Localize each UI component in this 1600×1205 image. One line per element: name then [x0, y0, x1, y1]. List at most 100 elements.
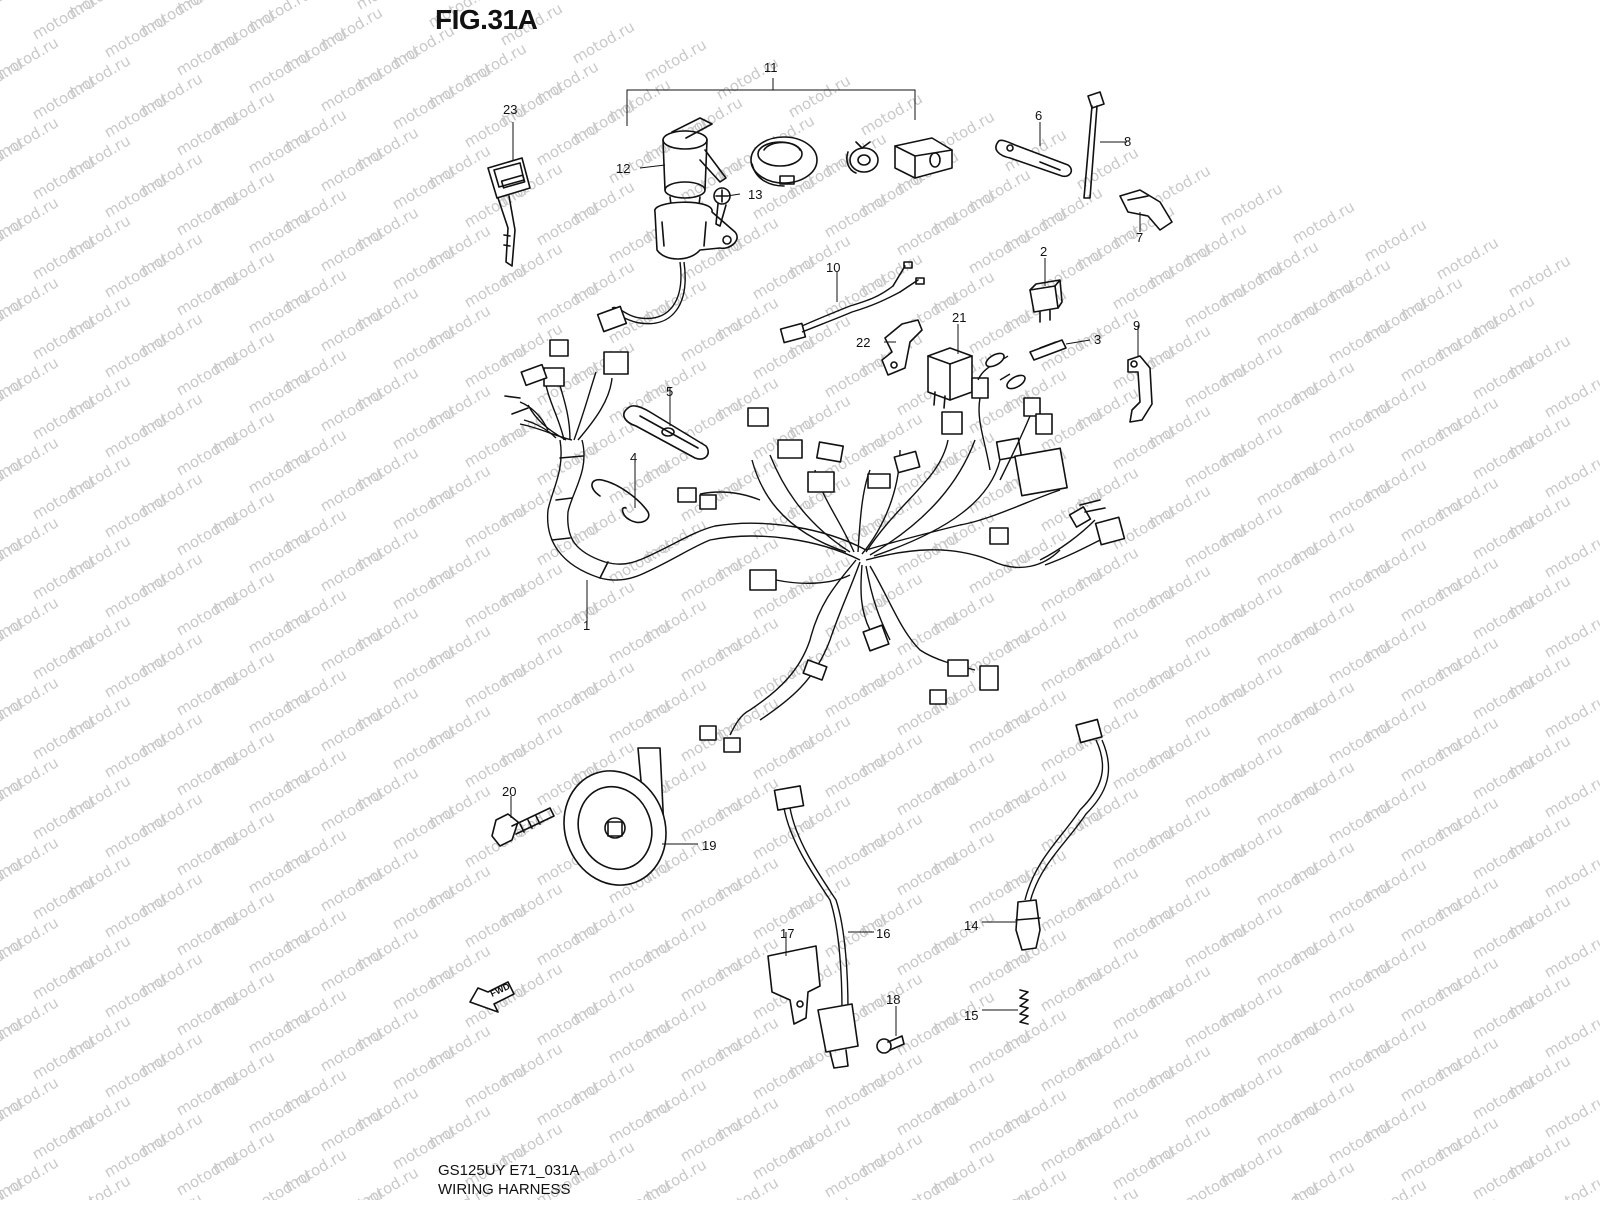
watermark-text: motod.ru [1253, 379, 1322, 429]
watermark-text: motod.ru [1361, 215, 1430, 265]
watermark-text: motod.ru [1253, 779, 1322, 829]
watermark-text: motod.ru [1109, 903, 1178, 953]
watermark-text: motod.ru [1253, 859, 1322, 909]
watermark-text: motod.ru [101, 1051, 170, 1101]
watermark-text: motod.ru [1325, 957, 1394, 1007]
watermark-text: motod.ru [749, 1053, 818, 1103]
watermark-text: motod.ru [1325, 797, 1394, 847]
callout-19: 19 [702, 838, 716, 853]
watermark-text: motod.ru [533, 439, 602, 489]
leader-lines [510, 122, 1141, 1036]
band-part-4 [591, 478, 650, 524]
watermark-text: motod.ru [1217, 179, 1286, 229]
watermark-text: motod.ru [641, 35, 710, 85]
watermark-text: motod.ru [713, 1173, 782, 1200]
watermark-text: motod.ru [1253, 1019, 1322, 1069]
watermark-text: motod.ru [29, 633, 98, 683]
group-bracket-11 [626, 78, 916, 126]
watermark-text: motod.ru [1109, 663, 1178, 713]
watermark-text: motod.ru [389, 323, 458, 373]
watermark-text: motod.ru [245, 1087, 314, 1137]
watermark-text: motod.ru [1037, 965, 1106, 1015]
watermark-text: motod.ru [173, 829, 242, 879]
watermark-text: motod.ru [749, 1133, 818, 1183]
watermark-text: motod.ru [893, 529, 962, 579]
watermark-text: motod.ru [101, 811, 170, 861]
watermark-text: motod.ru [173, 349, 242, 399]
watermark-text: motod.ru [605, 937, 674, 987]
watermark-text: motod.ru [317, 65, 386, 115]
watermark-text: motod.ru [101, 411, 170, 461]
watermark-text: motod.ru [461, 341, 530, 391]
horn-part-19 [563, 747, 667, 886]
watermark-text: motod.ru [965, 1187, 1034, 1200]
watermark-text: motod.ru [893, 929, 962, 979]
watermark-text: motod.ru [821, 751, 890, 801]
watermark-text: motod.ru [1397, 1135, 1466, 1185]
callout-17: 17 [780, 926, 794, 941]
watermark-text: motod.ru [173, 429, 242, 479]
watermark-text: motod.ru [389, 83, 458, 133]
watermark-text: motod.ru [1433, 233, 1502, 283]
watermark-text: motod.ru [461, 901, 530, 951]
fuse-part-2 [1029, 279, 1063, 323]
watermark-text: motod.ru [1253, 459, 1322, 509]
watermark-text: motod.ru [1325, 477, 1394, 527]
callout-20: 20 [502, 784, 516, 799]
watermark-text: motod.ru [605, 1177, 674, 1200]
watermark-text: motod.ru [173, 189, 242, 239]
watermark-text: motod.ru [1541, 451, 1600, 501]
watermark-text: motod.ru [173, 989, 242, 1039]
watermark-text: motod.ru [245, 447, 314, 497]
watermark-text: motod.ru [173, 589, 242, 639]
watermark-text: motod.ru [677, 315, 746, 365]
watermark-text: motod.ru [173, 269, 242, 319]
watermark-text: motod.ru [101, 491, 170, 541]
watermark-text: motod.ru [389, 803, 458, 853]
watermark-text: motod.ru [317, 305, 386, 355]
watermark-text: motod.ru [965, 707, 1034, 757]
watermark-text: motod.ru [461, 741, 530, 791]
watermark-text: motod.ru [821, 1071, 890, 1121]
watermark-text: motod.ru [605, 697, 674, 747]
watermark-text: motod.ru [893, 1089, 962, 1139]
watermark-text: motod.ru [29, 713, 98, 763]
protector-part-5 [623, 405, 710, 460]
callout-6: 6 [1035, 108, 1042, 123]
watermark-text: motod.ru [1181, 281, 1250, 331]
fuel-cap-lock [750, 136, 818, 187]
watermark-text: motod.ru [677, 1035, 746, 1085]
watermark-text: motod.ru [101, 251, 170, 301]
watermark-text: motod.ru [605, 457, 674, 507]
watermark-text: motod.ru [1253, 1099, 1322, 1149]
watermark-text: motod.ru [1181, 841, 1250, 891]
watermark-text: motod.ru [101, 331, 170, 381]
watermark-text: motod.ru [965, 1107, 1034, 1157]
watermark-text: motod.ru [677, 635, 746, 685]
watermark-text: motod.ru [317, 865, 386, 915]
watermark-text: motod.ru [1433, 1193, 1502, 1200]
watermark-text: motod.ru [533, 679, 602, 729]
watermark-text: motod.ru [245, 847, 314, 897]
watermark-text: motod.ru [0, 0, 62, 3]
watermark-text: motod.ru [1181, 1001, 1250, 1051]
watermark-text: motod.ru [245, 1007, 314, 1057]
watermark-text: motod.ru [1469, 833, 1538, 883]
watermark-text: motod.ru [389, 1043, 458, 1093]
bolt-part-20 [491, 807, 555, 847]
watermark-text: motod.ru [1325, 877, 1394, 927]
watermark-text: motod.ru [677, 1115, 746, 1165]
watermark-text: motod.ru [101, 891, 170, 941]
watermark-text: motod.ru [1037, 1125, 1106, 1175]
watermark-text: motod.ru [1397, 495, 1466, 545]
watermark-text: motod.ru [389, 963, 458, 1013]
callout-4: 4 [630, 450, 637, 465]
watermark-text: motod.ru [173, 1069, 242, 1119]
watermark-text: motod.ru [1253, 619, 1322, 669]
watermark-text: motod.ru [893, 209, 962, 259]
watermark-text: motod.ru [101, 651, 170, 701]
watermark-text: motod.ru [821, 1151, 890, 1200]
watermark-text: motod.ru [1181, 681, 1250, 731]
key-part-23 [487, 157, 531, 267]
